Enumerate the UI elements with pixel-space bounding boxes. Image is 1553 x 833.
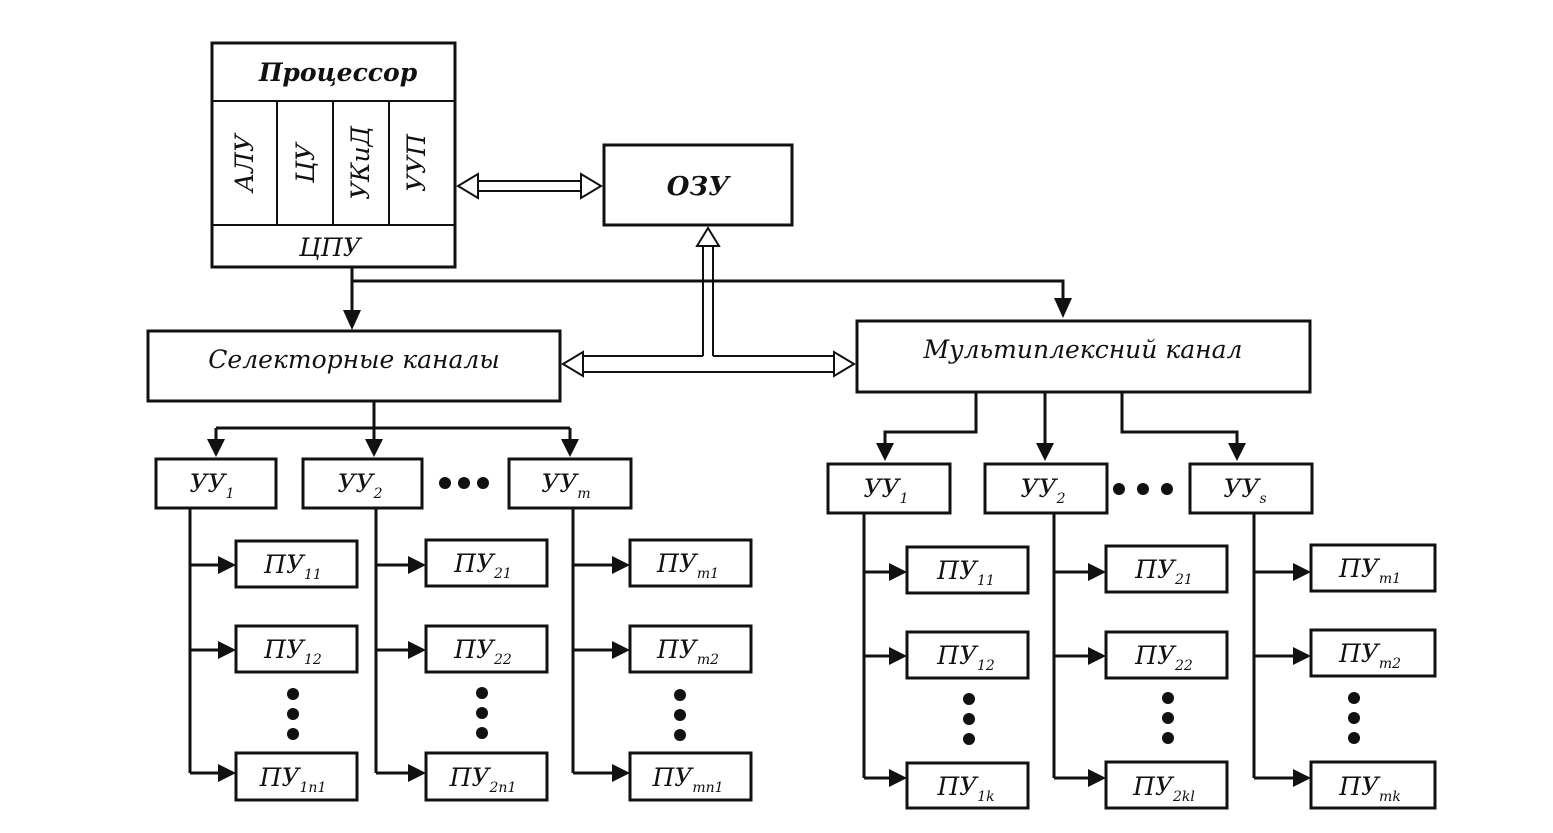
alu-label: АЛУ: [230, 132, 259, 194]
right-controllers: УУ1 УУ2 УУs: [826, 462, 1314, 515]
device-label: ПУm2: [656, 635, 719, 668]
memory-bus: [561, 226, 856, 378]
controller-box: [301, 457, 424, 510]
device-label: ПУ21: [453, 549, 512, 582]
device-label: ПУmk: [1338, 772, 1401, 805]
right-device-column-2: ПУ21 ПУ22 ПУ2kl: [1052, 513, 1229, 810]
processor-ram-link: [456, 172, 603, 200]
ukid-label: УКиД: [346, 125, 375, 200]
ellipsis-dot: [1137, 483, 1149, 495]
multiplex-channel-frame: [855, 319, 1312, 394]
controller-label: УУs: [1223, 474, 1266, 507]
device-box: [905, 630, 1030, 680]
processor-title: Процессор: [258, 58, 418, 87]
selector-channels-label: Селекторные каналы: [208, 345, 499, 374]
left-device-column-2: ПУ21 ПУ22 ПУ2n1: [374, 508, 549, 802]
device-label: ПУ21: [1134, 555, 1193, 588]
ellipsis-dot: [477, 477, 489, 489]
device-box: [424, 538, 549, 588]
device-label: ПУ2kl: [1132, 772, 1195, 805]
device-box: [234, 539, 359, 589]
controller-box: [154, 457, 278, 510]
device-label: ПУ12: [263, 635, 322, 668]
device-box: [1309, 543, 1437, 593]
device-label: ПУ11: [263, 550, 322, 583]
device-box: [1104, 630, 1229, 680]
device-label: ПУ12: [936, 641, 995, 674]
device-box: [424, 751, 549, 802]
controller-label: УУ2: [1020, 474, 1065, 507]
device-box: [1104, 760, 1229, 810]
controller-box: [826, 462, 952, 515]
left-device-column-3: ПУm1 ПУm2 ПУmn1: [571, 508, 753, 802]
right-device-column-1: ПУ11 ПУ12 ПУ1k: [862, 513, 1030, 810]
left-device-column-1: ПУ11 ПУ12 ПУ1n1: [188, 508, 359, 802]
ellipsis-dot: [439, 477, 451, 489]
multiplex-distribution: [876, 392, 1246, 461]
device-label: ПУ1k: [936, 772, 994, 805]
device-box: [1309, 628, 1437, 678]
device-label: ПУ1n1: [259, 763, 327, 796]
device-label: ПУ22: [453, 635, 512, 668]
device-box: [905, 545, 1030, 595]
device-label: ПУm1: [656, 549, 719, 582]
selector-channels-block: Селекторные каналы: [146, 329, 562, 403]
controller-label: УУm: [541, 469, 590, 502]
controller-box: [507, 457, 633, 510]
multiplex-channel-label: Мультиплексний канал: [923, 335, 1243, 364]
device-label: ПУm1: [1338, 554, 1401, 587]
selector-channels-frame: [146, 329, 562, 403]
device-box: [628, 624, 753, 674]
ellipsis-dot: [1113, 483, 1125, 495]
device-box: [424, 624, 549, 674]
controller-label: УУ1: [189, 469, 234, 502]
controller-label: УУ1: [863, 474, 908, 507]
processor-block: Процессор АЛУ ЦУ УКиД УУП ЦПУ: [210, 41, 457, 269]
device-label: ПУ11: [936, 556, 995, 589]
device-label: ПУm2: [1338, 639, 1401, 672]
ram-block: ОЗУ: [602, 143, 794, 227]
left-controllers: УУ1 УУ2 УУm: [154, 457, 633, 510]
device-label: ПУ2n1: [449, 763, 517, 796]
right-device-column-3: ПУm1 ПУm2 ПУmk: [1252, 513, 1437, 810]
ram-label: ОЗУ: [667, 172, 731, 202]
cu-label: ЦУ: [291, 141, 320, 184]
control-line-to-multiplexer: [352, 279, 1072, 318]
controller-box: [983, 462, 1109, 515]
multiplex-channel-block: Мультиплексний канал: [855, 319, 1312, 394]
cpu-label: ЦПУ: [298, 233, 363, 262]
ellipsis-dot: [458, 477, 470, 489]
device-box: [234, 751, 359, 802]
ellipsis-dot: [1161, 483, 1173, 495]
uup-label: УУП: [402, 133, 431, 192]
device-box: [628, 538, 753, 588]
controller-label: УУ2: [337, 469, 382, 502]
device-box: [234, 624, 359, 674]
selector-distribution: [207, 401, 579, 457]
device-label: ПУmn1: [651, 763, 723, 796]
ram-frame: [602, 143, 794, 227]
controller-box: [1188, 462, 1314, 515]
device-box: [628, 751, 753, 802]
device-box: [1104, 544, 1229, 594]
cpu-to-selector-arrow: [343, 267, 361, 330]
device-box: [1309, 760, 1437, 810]
device-label: ПУ22: [1134, 641, 1193, 674]
device-box: [905, 761, 1030, 810]
